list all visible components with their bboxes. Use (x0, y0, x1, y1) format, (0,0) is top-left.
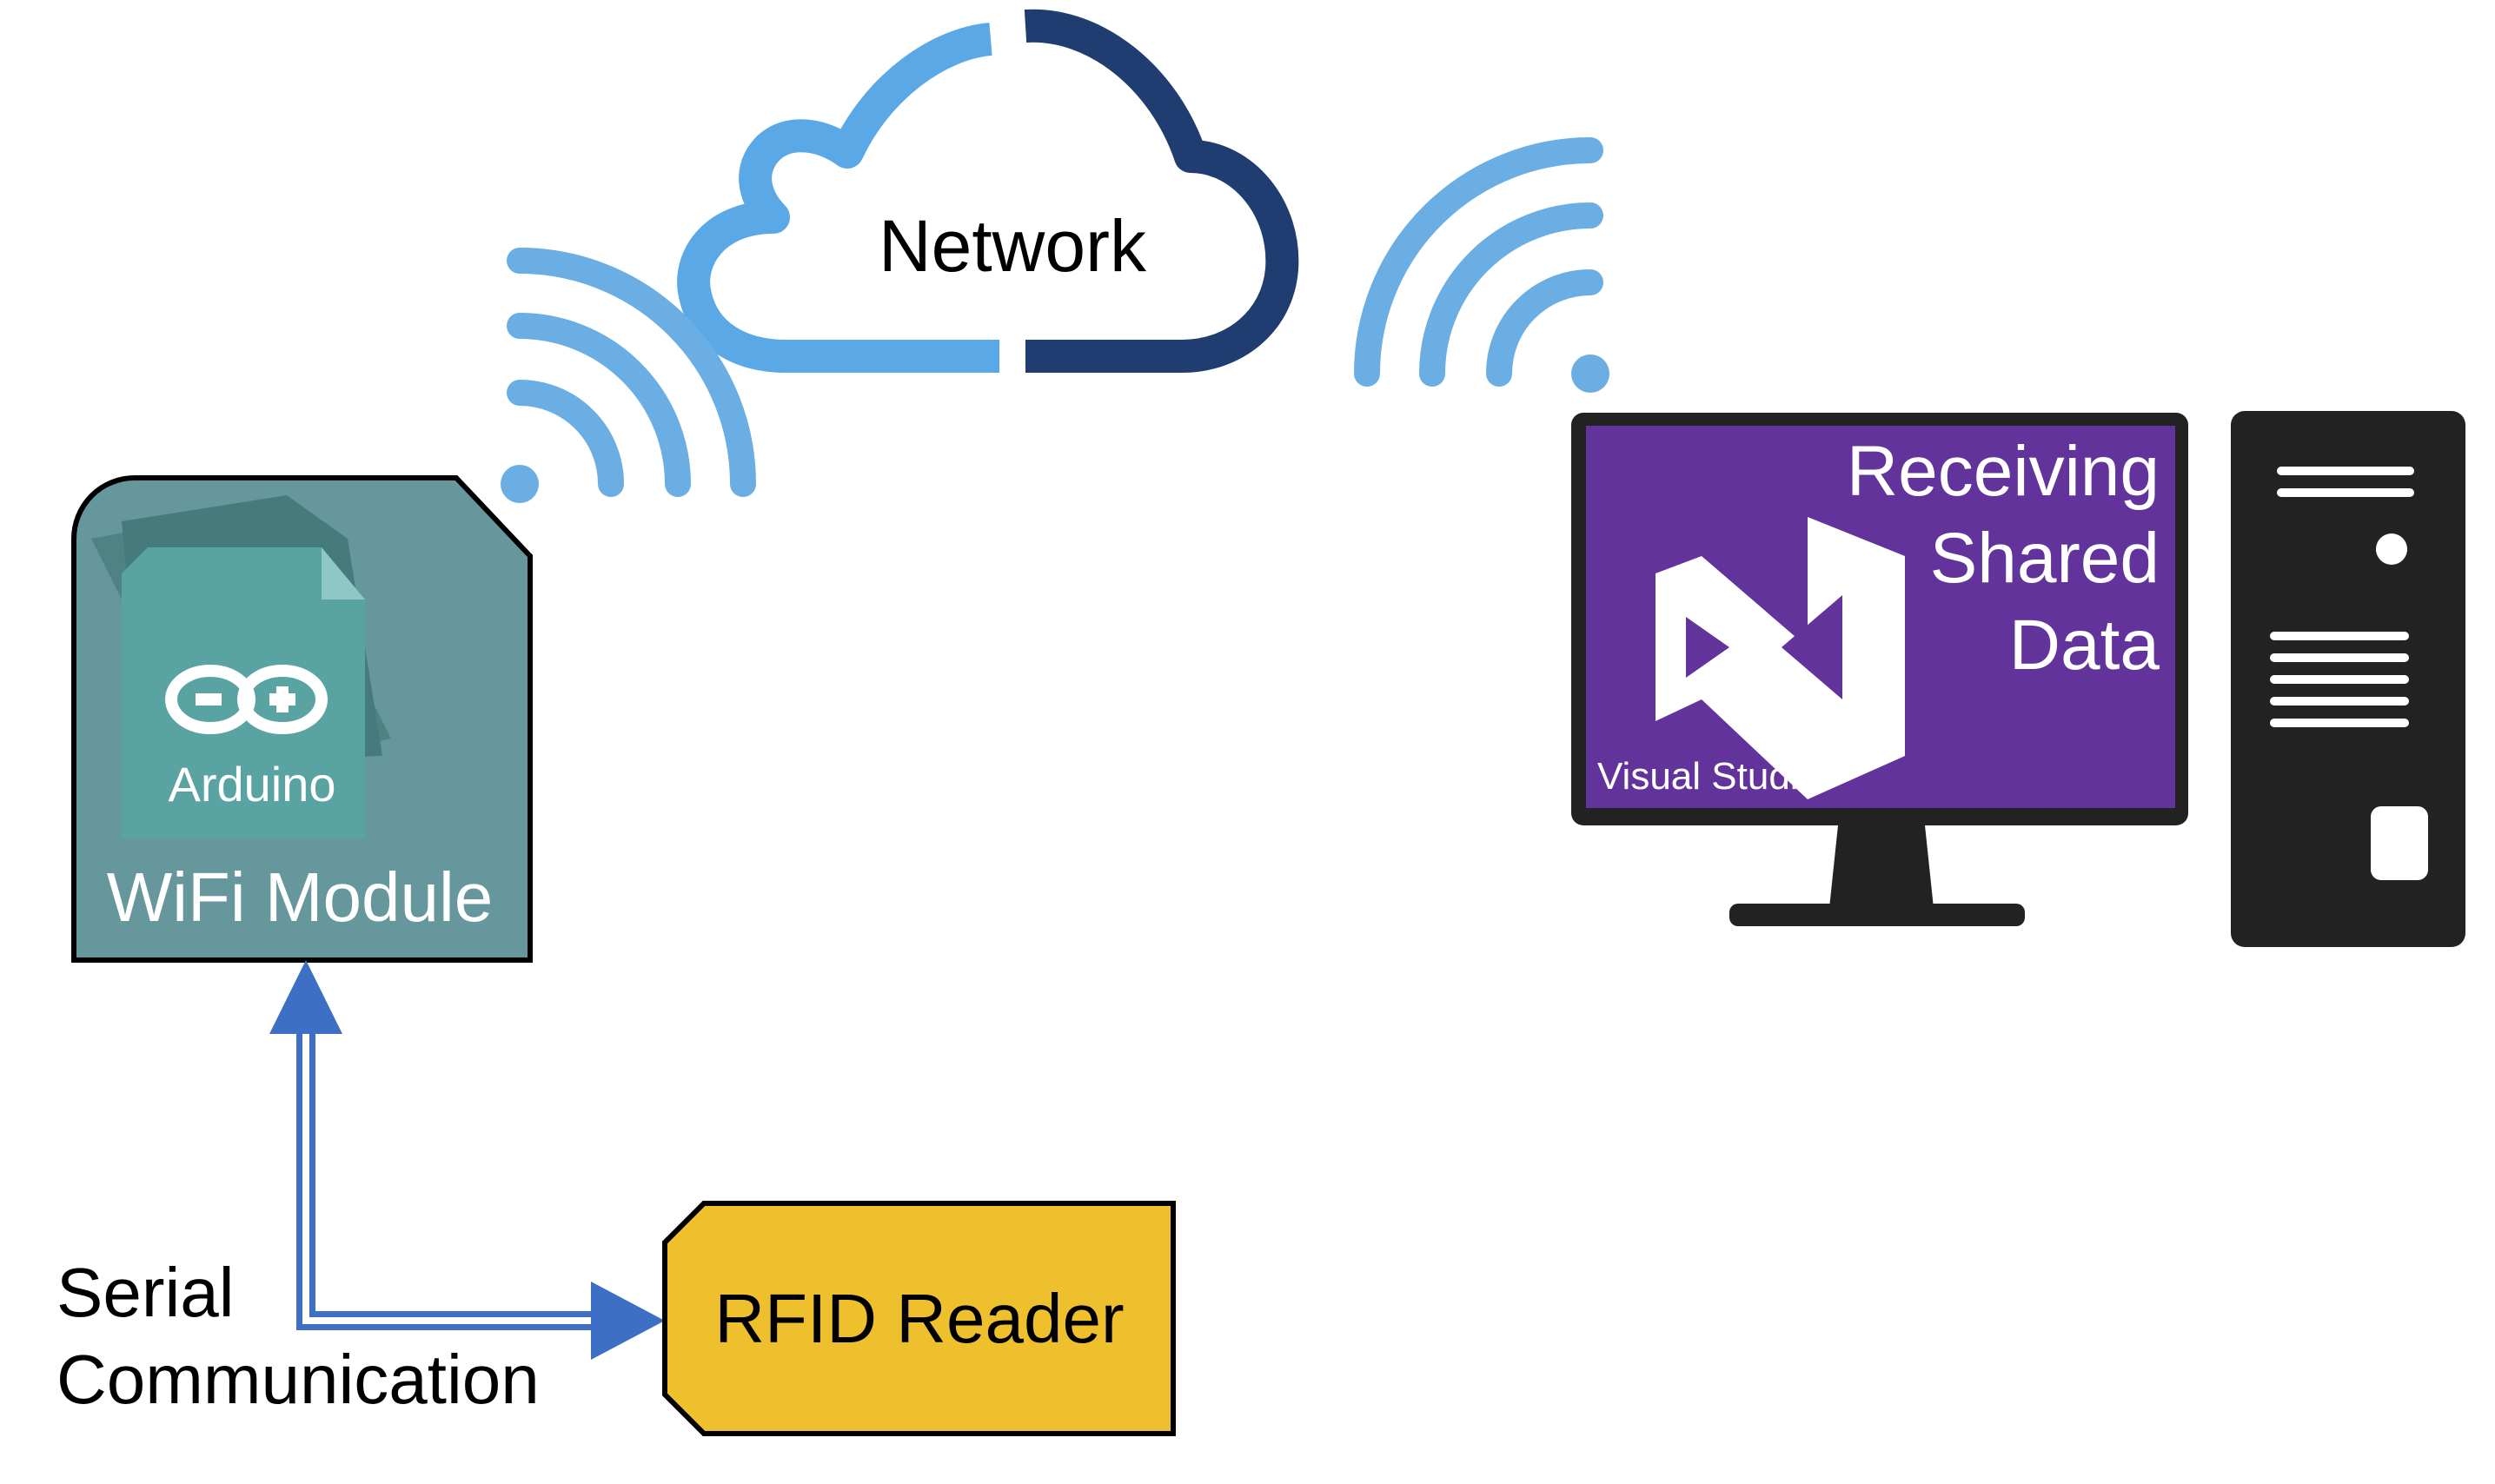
wifi-signal-icon-left (501, 248, 756, 503)
wifi-signal-icon-right (1354, 137, 1609, 393)
rfid-reader-box (662, 1201, 1176, 1436)
arduino-label: Arduino (168, 757, 335, 812)
screen-line-1: Receiving (1847, 432, 2160, 511)
computer-tower-icon (2231, 411, 2465, 947)
serial-label-line1: Serial (56, 1254, 235, 1331)
visual-studio-label: Visual Studio (1597, 755, 1820, 798)
serial-connection-arrow (269, 960, 665, 1360)
rfid-reader-label: RFID Reader (714, 1280, 1124, 1357)
visual-studio-logo-icon (1656, 517, 1905, 799)
wifi-module-label: WiFi Module (107, 858, 494, 936)
arduino-logo-icon (165, 665, 328, 734)
serial-label-line2: Communication (56, 1341, 540, 1418)
arrowhead-up-icon (269, 960, 342, 1034)
network-label: Network (879, 205, 1147, 287)
arrowhead-right-icon (591, 1282, 665, 1360)
cloud-icon (677, 9, 1299, 373)
screen-line-3: Data (2009, 606, 2160, 685)
screen-line-2: Shared (1930, 519, 2160, 598)
